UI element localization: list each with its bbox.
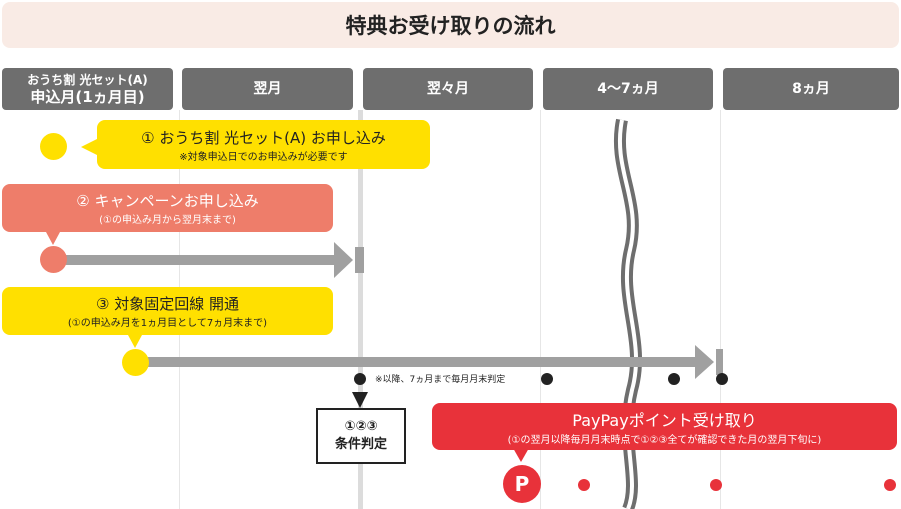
column-header-8-months: 8ヵ月 <box>723 68 899 110</box>
step2-title: ② キャンペーンお申し込み <box>76 192 259 210</box>
step1-note: ※対象申込日でのお申込みが必要です <box>179 151 348 163</box>
paypay-dot <box>710 479 722 491</box>
step1-dot <box>40 133 67 160</box>
condition-label: 条件判定 <box>334 437 387 452</box>
column-header-line2: 申込月(1ヵ月目) <box>30 88 145 106</box>
paypay-dot <box>884 479 896 491</box>
column-header-application-month: おうち割 光セット(A) 申込月(1ヵ月目) <box>2 68 173 110</box>
step2-note: (①の申込み月から翌月末まで) <box>99 215 236 226</box>
step3-dot <box>122 349 149 376</box>
judge-dot <box>668 373 680 385</box>
column-divider <box>720 110 721 509</box>
judge-note: ※以降、7ヵ月まで毎月月末判定 <box>375 375 506 385</box>
step3-title: ③ 対象固定回線 開通 <box>96 295 239 313</box>
judge-dot <box>541 373 553 385</box>
step3-note: (①の申込み月を1ヵ月目として7ヵ月末まで) <box>67 318 268 329</box>
paypay-point-icon: P <box>503 465 541 503</box>
paypay-title: PayPayポイント受け取り <box>572 411 757 430</box>
condition-check-box: ①②③ 条件判定 <box>316 408 406 464</box>
column-header-month-after-next: 翌々月 <box>363 68 533 110</box>
judge-dot <box>716 373 728 385</box>
paypay-dot <box>578 479 590 491</box>
step1-callout: ① おうち割 光セット(A) お申し込み ※対象申込日でのお申込みが必要です <box>97 120 430 169</box>
column-divider <box>358 110 363 509</box>
step2-dot <box>40 246 67 273</box>
paypay-note: (①の翌月以降毎月月末時点で①②③全てが確認できた月の翌月下旬に) <box>507 435 822 446</box>
step2-callout: ② キャンペーンお申し込み (①の申込み月から翌月末まで) <box>2 184 333 232</box>
column-header-line1: おうち割 光セット(A) <box>27 73 148 87</box>
step1-title: ① おうち割 光セット(A) お申し込み <box>141 128 386 147</box>
column-header-4-7-months: 4〜7ヵ月 <box>543 68 713 110</box>
page-title: 特典お受け取りの流れ <box>2 2 899 48</box>
condition-steps: ①②③ <box>344 419 378 434</box>
column-divider <box>540 110 541 509</box>
step3-callout: ③ 対象固定回線 開通 (①の申込み月を1ヵ月目として7ヵ月末まで) <box>2 287 333 335</box>
paypay-callout: PayPayポイント受け取り (①の翌月以降毎月月末時点で①②③全てが確認できた… <box>432 403 897 450</box>
judge-dot <box>354 373 366 385</box>
column-header-next-month: 翌月 <box>182 68 353 110</box>
